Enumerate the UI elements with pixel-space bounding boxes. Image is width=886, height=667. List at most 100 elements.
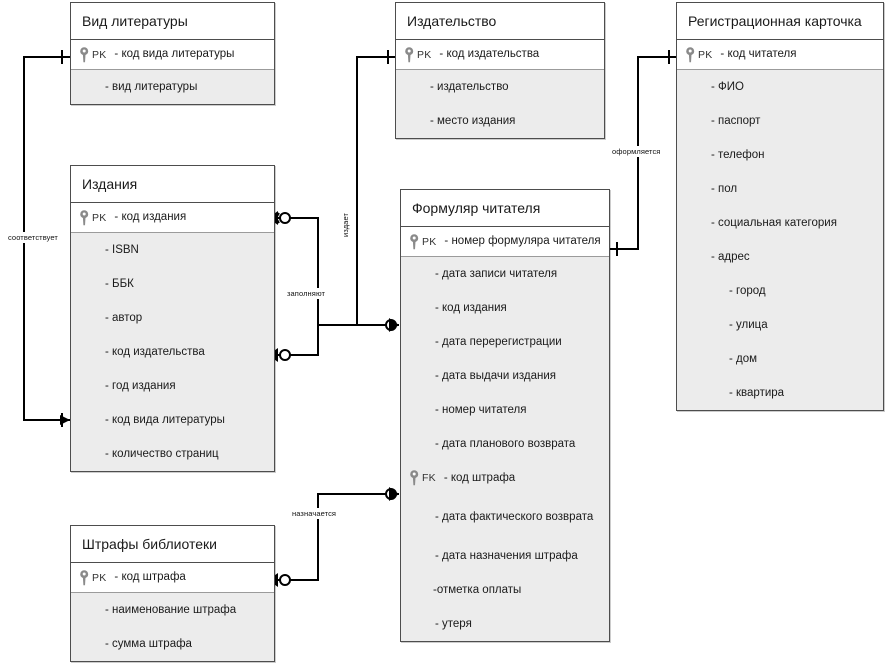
attribute-row[interactable]: - год издания xyxy=(71,369,274,403)
attribute-row[interactable]: - адрес xyxy=(677,240,883,274)
attribute-row[interactable]: - код издательства xyxy=(71,335,274,369)
key-icon xyxy=(79,46,90,63)
attribute-row[interactable]: - номер читателя xyxy=(401,393,609,427)
attribute-row[interactable]: - количество страниц xyxy=(71,437,274,471)
attribute-label: - дата планового возврата xyxy=(435,437,576,450)
attribute-label: - телефон xyxy=(711,148,765,161)
attribute-row[interactable]: - утеря xyxy=(401,607,609,641)
attribute-label: - издательство xyxy=(430,80,509,93)
attribute-row[interactable]: - ISBN xyxy=(71,233,274,267)
entity-title: Регистрационная карточка xyxy=(677,3,883,40)
key-type-label: PK xyxy=(92,48,107,61)
attribute-row[interactable]: - дата планового возврата xyxy=(401,427,609,461)
attribute-row[interactable]: - дата записи читателя xyxy=(401,257,609,291)
attribute-label: - паспорт xyxy=(711,114,761,127)
attribute-label: - адрес xyxy=(711,250,750,263)
attribute-label: - дата записи читателя xyxy=(435,267,558,280)
attribute-label: - ФИО xyxy=(711,80,744,93)
attribute-label: - ББК xyxy=(105,277,134,290)
primary-key-section: PK - код издания xyxy=(71,203,274,233)
attribute-row[interactable]: - социальная категория xyxy=(677,206,883,240)
entity-title: Издания xyxy=(71,166,274,203)
attribute-row[interactable]: - ФИО xyxy=(677,70,883,104)
attribute-row[interactable]: - ББК xyxy=(71,267,274,301)
attribute-row[interactable]: - код издания xyxy=(401,291,609,325)
primary-key-row[interactable]: PK- код читателя xyxy=(677,40,883,69)
attribute-row[interactable]: - код вида литературы xyxy=(71,403,274,437)
key-type-label: PK xyxy=(417,48,432,61)
primary-key-row[interactable]: PK - код издания xyxy=(71,203,274,232)
attribute-row[interactable]: - место издания xyxy=(396,104,604,138)
attribute-row[interactable]: - город xyxy=(677,274,883,308)
primary-key-section: PK- код читателя xyxy=(677,40,883,70)
attribute-row[interactable]: - дата назначения штрафа xyxy=(401,539,609,573)
key-icon xyxy=(79,569,90,586)
attribute-row[interactable]: - дата фактического возврата xyxy=(401,495,609,539)
attribute-label: - место издания xyxy=(430,114,516,127)
primary-key-row[interactable]: PK- номер формуляра читателя xyxy=(401,227,609,256)
attributes-section: - ISBN - ББК - автор - код издательства- го… xyxy=(71,233,274,471)
attribute-row[interactable]: - паспорт xyxy=(677,104,883,138)
attribute-label: - наименование штрафа xyxy=(105,603,237,616)
foreign-key-row[interactable]: FK- код штрафа xyxy=(401,461,609,495)
primary-key-row[interactable]: PK- код штрафа xyxy=(71,563,274,592)
key-icon xyxy=(685,46,696,63)
attribute-row[interactable]: - сумма штрафа xyxy=(71,627,274,661)
attribute-row[interactable]: - дата выдачи издания xyxy=(401,359,609,393)
attribute-label: - пол xyxy=(711,182,738,195)
attribute-label: - ISBN xyxy=(105,243,139,256)
endpoint-zero-izdaniya-izdat xyxy=(279,349,291,361)
connector-shtrafy-formulyar xyxy=(276,493,399,581)
key-type-label: PK xyxy=(92,211,107,224)
attribute-row[interactable]: - дом xyxy=(677,342,883,376)
attribute-row[interactable]: - пол xyxy=(677,172,883,206)
connector-izdatelstvo-formulyar xyxy=(356,56,399,326)
key-type-label: FK xyxy=(422,472,436,484)
attribute-row[interactable]: - вид литературы xyxy=(71,70,274,104)
key-icon xyxy=(404,46,415,63)
primary-key-section: PK- код штрафа xyxy=(71,563,274,593)
relationship-label-izdaet: издает xyxy=(339,212,352,238)
endpoint-zero-izdaniya-pk xyxy=(279,212,291,224)
key-type-label: PK xyxy=(698,48,713,61)
endpoint-zero-shtrafy-pk xyxy=(279,574,291,586)
attribute-row[interactable]: - телефон xyxy=(677,138,883,172)
attribute-label: - номер читателя xyxy=(435,403,527,416)
attribute-label: - код издания xyxy=(435,301,507,314)
attribute-row[interactable]: -отметка оплаты xyxy=(401,573,609,607)
primary-key-row[interactable]: PK- код вида литературы xyxy=(71,40,274,69)
attribute-label: - утеря xyxy=(435,617,472,630)
attribute-row[interactable]: - наименование штрафа xyxy=(71,593,274,627)
primary-key-section: PK- код вида литературы xyxy=(71,40,274,70)
relationship-label-naznachaetsya: назначается xyxy=(290,508,339,519)
attribute-label: - код вида литературы xyxy=(105,413,225,426)
primary-key-row[interactable]: PK - код издательства xyxy=(396,40,604,69)
attribute-label: - код издания xyxy=(114,211,187,223)
endpoint-zero-formulyar-fk xyxy=(385,488,397,500)
attribute-row[interactable]: - квартира xyxy=(677,376,883,410)
endpoint-arrow-formulyar-fk xyxy=(389,487,399,501)
attribute-label: - номер формуляра читателя xyxy=(444,235,601,247)
attribute-label: - автор xyxy=(105,311,143,324)
attribute-label: - социальная категория xyxy=(711,216,837,229)
primary-key-section: PK - код издательства xyxy=(396,40,604,70)
entity-title: Формуляр читателя xyxy=(401,190,609,227)
attribute-label: - сумма штрафа xyxy=(105,637,192,650)
attribute-label: - код издательства xyxy=(439,48,540,60)
attribute-label: - улица xyxy=(729,318,768,331)
attribute-row[interactable]: - улица xyxy=(677,308,883,342)
attributes-section: - вид литературы xyxy=(71,70,274,104)
attribute-row[interactable]: - автор xyxy=(71,301,274,335)
attribute-label: - вид литературы xyxy=(105,80,198,93)
attribute-row[interactable]: - дата перерегистрации xyxy=(401,325,609,359)
key-icon xyxy=(409,233,420,250)
attribute-row[interactable]: - издательство xyxy=(396,70,604,104)
attribute-label: - дата перерегистрации xyxy=(435,335,562,348)
